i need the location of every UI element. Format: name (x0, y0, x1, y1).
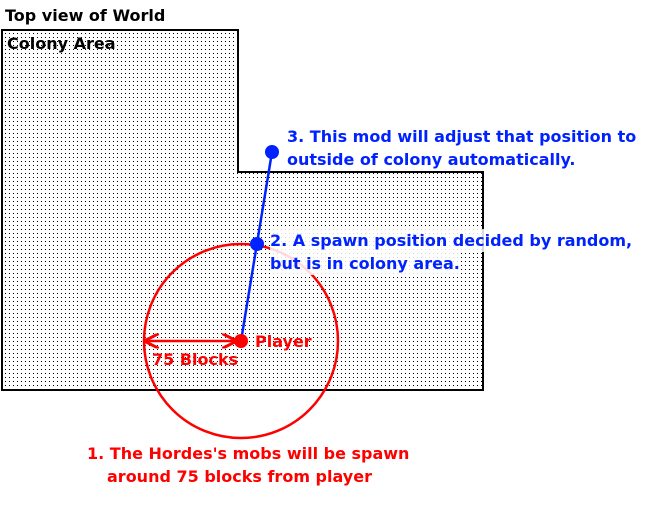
random-spawn-dot (250, 237, 264, 251)
step2-line1: 2. A spawn position decided by random, (270, 229, 633, 252)
player-dot (234, 334, 248, 348)
step1-line2: around 75 blocks from player (107, 467, 372, 486)
step3-line2: outside of colony automatically. (287, 148, 576, 171)
step1-line1: 1. The Hordes's mobs will be spawn (87, 444, 410, 463)
step2-line2: but is in colony area. (270, 252, 460, 275)
step2-note: 2. A spawn position decided by random, b… (270, 229, 633, 275)
step1-note: 1. The Hordes's mobs will be spawn aroun… (87, 442, 409, 488)
player-label: Player (255, 332, 312, 351)
distance-label: 75 Blocks (152, 350, 239, 369)
step3-line1: 3. This mod will adjust that position to (287, 125, 637, 148)
colony-area-label: Colony Area (7, 34, 116, 53)
adjusted-spawn-dot (265, 145, 279, 159)
diagram-title: Top view of World (5, 6, 166, 25)
step3-note: 3. This mod will adjust that position to… (287, 125, 637, 171)
colony-area (1, 29, 484, 391)
